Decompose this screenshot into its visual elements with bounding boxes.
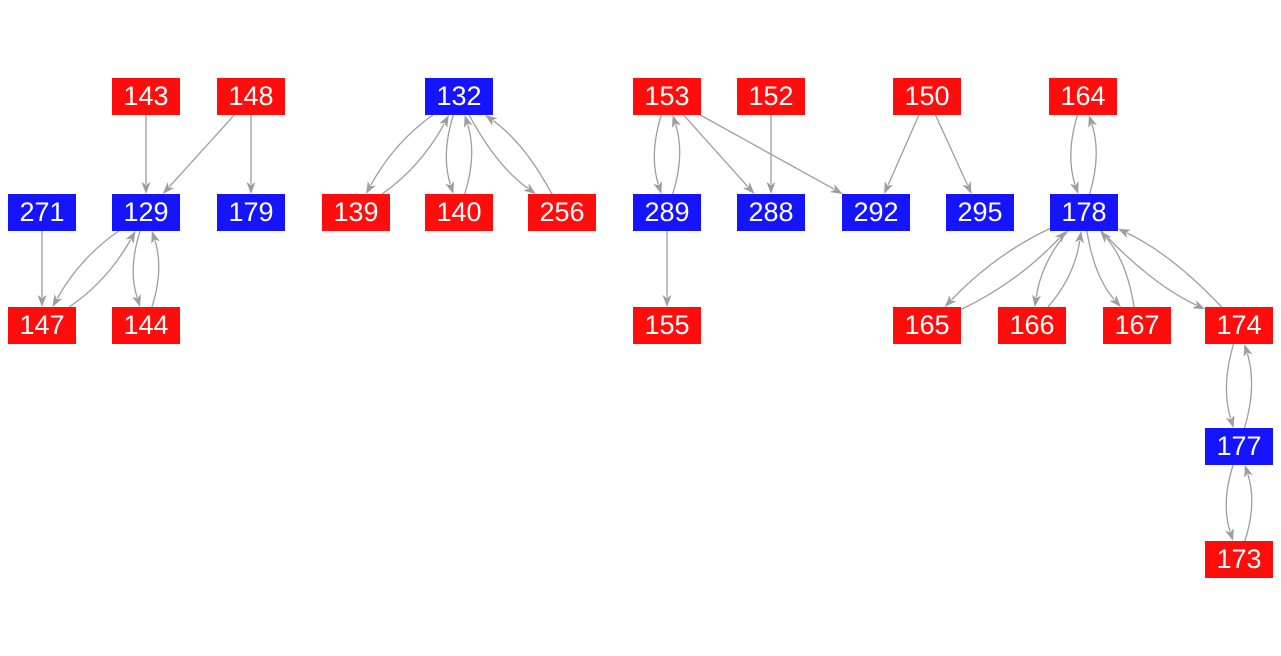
edge-167-178 [1106,238,1135,308]
edge-150-292 [887,114,920,186]
arrowhead-174-178 [1118,228,1131,238]
edge-132-256 [468,114,529,189]
graph-node-140: 140 [425,194,493,231]
edge-173-177 [1244,474,1253,542]
graph-node-152: 152 [737,78,805,115]
edge-174-178 [1126,232,1223,308]
edge-148-129 [169,114,235,188]
graph-node-173: 173 [1205,541,1273,578]
edge-132-140 [445,114,454,185]
graph-node-143: 143 [112,78,180,115]
edge-164-178 [1070,114,1079,185]
graph-node-165: 165 [893,307,961,344]
graph-node-153: 153 [633,78,701,115]
arrowhead-144-129 [151,231,160,244]
edge-153-292 [699,114,835,190]
arrowhead-148-179 [246,182,256,194]
graph-node-295: 295 [946,194,1014,231]
edge-153-289 [653,114,662,185]
graph-node-178: 178 [1050,194,1118,231]
arrowhead-132-139 [366,181,376,194]
edge-178-166 [1035,230,1069,298]
arrowhead-178-174 [1192,300,1205,310]
arrowhead-178-165 [944,295,957,307]
edge-177-173 [1225,464,1234,532]
graph-node-139: 139 [322,194,390,231]
edge-129-144 [132,230,141,298]
graph-node-129: 129 [112,194,180,231]
arrowhead-132-256 [523,183,536,194]
graph-node-179: 179 [217,194,285,231]
edge-129-147 [56,230,120,299]
edge-144-129 [151,240,160,308]
arrowhead-166-178 [1075,231,1084,244]
edge-177-174 [1243,353,1253,429]
graph-node-164: 164 [1049,78,1117,115]
arrowhead-164-178 [1070,181,1079,194]
graph-node-289: 289 [633,194,701,231]
edge-166-178 [1047,240,1081,308]
graph-node-166: 166 [998,307,1066,344]
edge-178-165 [951,227,1051,301]
graph-node-155: 155 [633,307,701,344]
graph-node-132: 132 [425,78,493,115]
arrowhead-129-144 [132,294,141,307]
graph-node-144: 144 [112,307,180,344]
arrowhead-178-166 [1032,294,1041,307]
arrowhead-271-147 [37,295,47,307]
edge-139-132 [381,123,445,195]
arrowhead-177-174 [1243,344,1253,357]
graph-node-271: 271 [8,194,76,231]
edge-165-178 [960,237,1060,311]
arrowhead-143-129 [141,182,151,194]
graph-node-174: 174 [1205,307,1273,344]
arrowhead-178-167 [1109,295,1121,307]
edge-153-288 [683,114,749,188]
arrowhead-147-129 [125,231,136,244]
arrowhead-152-288 [766,182,776,194]
edge-140-132 [464,124,473,195]
arrowhead-139-132 [439,115,449,128]
edge-178-174 [1100,230,1197,306]
arrowhead-289-153 [672,115,681,128]
arrowhead-153-289 [653,181,662,194]
graph-node-288: 288 [737,194,805,231]
graph-node-256: 256 [528,194,596,231]
arrowhead-256-132 [485,115,498,126]
edge-178-164 [1088,124,1097,195]
graph-node-147: 147 [8,307,76,344]
graph-node-292: 292 [842,194,910,231]
arrowhead-167-178 [1100,231,1112,243]
arrowhead-140-132 [464,115,473,128]
arrowhead-129-147 [52,294,63,307]
arrowhead-174-177 [1225,415,1235,428]
edge-174-177 [1225,343,1235,419]
arrowhead-150-295 [962,181,972,194]
arrowhead-150-292 [884,181,894,194]
arrowhead-153-292 [830,184,843,194]
graph-node-177: 177 [1205,428,1273,465]
graph-node-167: 167 [1103,307,1171,344]
arrowhead-165-178 [1054,231,1067,243]
edge-289-153 [672,124,681,195]
arrowhead-173-177 [1244,465,1253,478]
arrowhead-289-155 [662,295,672,307]
arrowhead-178-164 [1088,115,1097,128]
arrowhead-177-173 [1225,528,1234,541]
edge-256-132 [492,120,553,195]
edge-147-129 [68,239,132,308]
edge-178-167 [1086,230,1115,300]
edge-150-295 [934,114,968,186]
arrowhead-132-140 [445,181,454,194]
graph-node-148: 148 [217,78,285,115]
arrowhead-153-288 [743,182,755,194]
arrowhead-148-129 [162,182,175,194]
graph-node-150: 150 [893,78,961,115]
edge-132-139 [370,114,434,186]
